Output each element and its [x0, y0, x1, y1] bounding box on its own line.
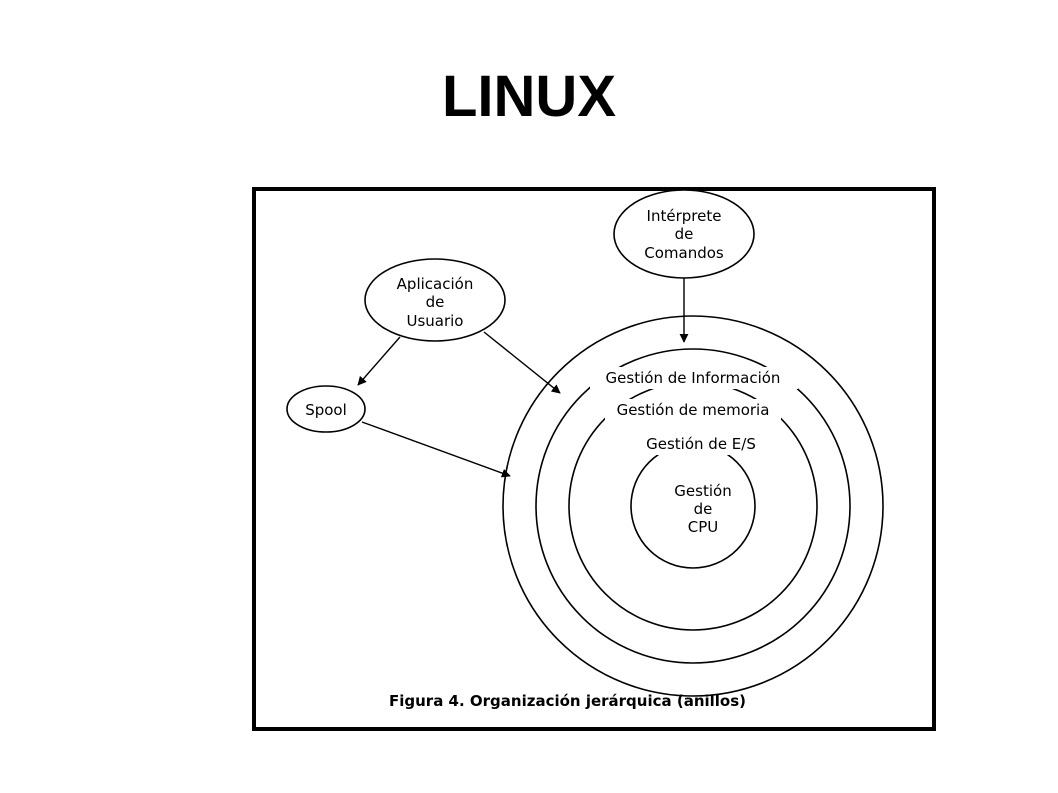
interprete-label-line-2: de — [675, 225, 694, 243]
arrow-aplicacion-to-rings — [483, 331, 561, 394]
ring-informacion-label: Gestión de Información — [606, 369, 781, 387]
cpu-label-line-2: de — [694, 500, 713, 518]
interprete-label-line-3: Comandos — [644, 244, 724, 262]
aplicacion-label-line-2: de — [426, 293, 445, 311]
aplicacion-label-line-3: Usuario — [406, 312, 463, 330]
ring-memoria-label: Gestión de memoria — [617, 401, 770, 419]
slide-title: LINUX — [442, 64, 616, 129]
ring-es-label: Gestión de E/S — [646, 435, 756, 453]
aplicacion-label-line-1: Aplicación — [397, 275, 474, 293]
arrow-spool-to-rings — [361, 421, 511, 478]
cpu-label-line-1: Gestión — [674, 482, 731, 500]
interprete-label-line-1: Intérprete — [647, 207, 722, 225]
ring-memoria-label-bg — [605, 399, 781, 421]
hierarchy-figure: Gestión de Información Gestión de memori… — [252, 186, 936, 731]
figure-frame — [252, 187, 936, 731]
arrow-aplicacion-to-spool — [357, 336, 401, 386]
hierarchy-diagram: Gestión de Información Gestión de memori… — [252, 187, 936, 731]
ring-memoria — [535, 348, 851, 664]
cpu-label-line-3: CPU — [688, 518, 719, 536]
ring-informacion — [502, 315, 884, 697]
ring-es-label-bg — [637, 433, 765, 455]
spool-node — [286, 385, 366, 433]
aplicacion-node — [364, 258, 506, 342]
spool-label: Spool — [305, 401, 347, 419]
ring-informacion-label-bg — [590, 367, 798, 389]
figure-caption: Figura 4. Organización jerárquica (anill… — [389, 692, 746, 710]
